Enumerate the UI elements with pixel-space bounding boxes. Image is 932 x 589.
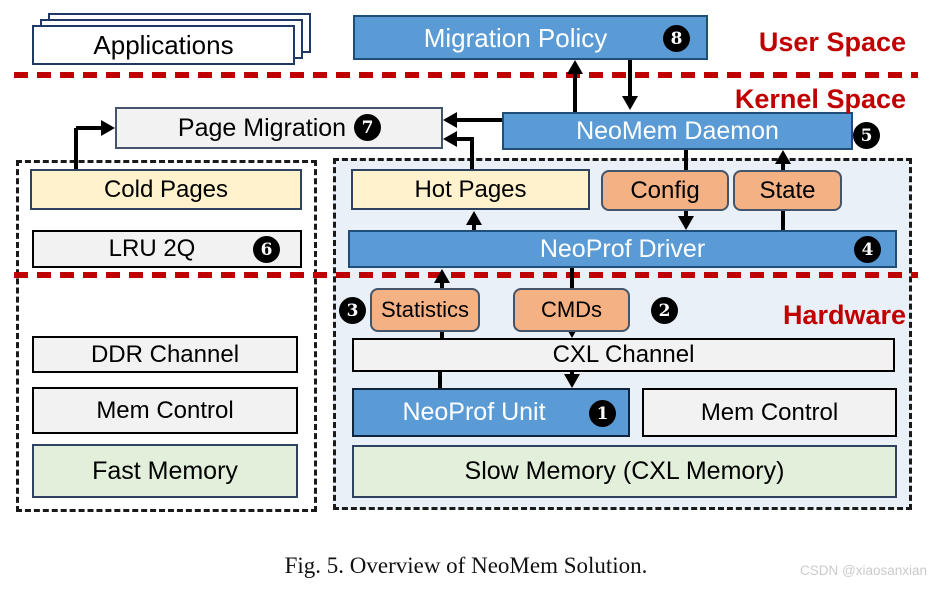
fast-memory-label: Fast Memory — [92, 456, 238, 485]
cxl-channel-label: CXL Channel — [552, 341, 695, 368]
cold-pages-box: Cold Pages — [30, 169, 302, 210]
badge-2-icon: 2 — [651, 297, 678, 324]
neoprof-driver-box: NeoProf Driver — [348, 230, 897, 268]
hot-pages-box: Hot Pages — [351, 169, 590, 210]
arrowhead-into-driver-from-statistics — [434, 269, 450, 283]
neomem-daemon-label: NeoMem Daemon — [576, 116, 779, 145]
figure-caption: Fig. 5. Overview of NeoMem Solution. — [284, 553, 648, 578]
arrowhead-into-neoprofunit — [564, 374, 580, 388]
hot-pages-label: Hot Pages — [414, 175, 527, 203]
line-cxl-to-neoprofunit — [438, 372, 442, 388]
page-migration-box: Page Migration — [115, 107, 443, 149]
arrowhead-into-pagemigration-upper — [443, 112, 457, 128]
user-kernel-separator — [14, 72, 918, 78]
neomem-daemon-box: NeoMem Daemon — [502, 112, 853, 150]
arrow-coldpages-to-pagemigration — [74, 128, 78, 169]
config-box: Config — [601, 170, 729, 211]
lru-2q-label: LRU 2Q — [108, 235, 196, 262]
slow-memory-box: Slow Memory (CXL Memory) — [352, 445, 897, 498]
arrowhead-into-daemon-from-state — [775, 150, 791, 164]
arrow-policy-to-daemon — [628, 58, 632, 96]
slow-memory-label: Slow Memory (CXL Memory) — [464, 457, 785, 485]
applications-label: Applications — [93, 30, 234, 60]
arrow-state-to-daemon — [781, 162, 785, 172]
neoprof-driver-label: NeoProf Driver — [539, 234, 706, 263]
kernel-hardware-separator — [14, 272, 918, 278]
arrow-hotpages-to-pagemigration — [470, 137, 474, 169]
user-space-label: User Space — [758, 27, 906, 57]
cxl-channel-box: CXL Channel — [352, 338, 895, 372]
arrowhead-into-hotpages — [466, 211, 482, 225]
line-daemon-to-config — [684, 150, 688, 170]
badge-7-icon: 7 — [354, 114, 381, 141]
fast-memory-box: Fast Memory — [32, 444, 298, 498]
statistics-box: Statistics — [370, 288, 480, 332]
arrow-daemon-to-pagemigration — [457, 118, 502, 122]
line-state-to-driver — [781, 211, 785, 230]
cold-pages-label: Cold Pages — [103, 175, 229, 203]
badge-1-icon: 1 — [589, 400, 616, 427]
migration-policy-label: Migration Policy — [423, 22, 608, 53]
config-label: Config — [630, 176, 700, 204]
mem-control-left-box: Mem Control — [32, 387, 298, 434]
neoprof-unit-box: NeoProf Unit — [352, 388, 630, 437]
mem-control-right-box: Mem Control — [642, 388, 897, 437]
cmds-label: CMDs — [540, 297, 603, 322]
badge-3-icon: 3 — [339, 297, 366, 324]
badge-8-icon: 8 — [663, 25, 690, 52]
arrowhead-into-policy — [567, 60, 583, 74]
badge-4-icon: 4 — [854, 236, 881, 263]
cmds-box: CMDs — [513, 288, 630, 332]
watermark-text: CSDN @xiaosanxian — [799, 563, 927, 578]
arrowhead-into-pagemigration-lower — [443, 131, 457, 147]
arrowhead-into-daemon-top — [622, 96, 638, 110]
arrowhead-into-pagemigration-left — [101, 120, 115, 136]
kernel-space-label: Kernel Space — [734, 84, 906, 114]
arrow-config-to-driver — [684, 211, 688, 217]
applications-box: Applications — [32, 25, 295, 65]
arrowhead-into-driver-from-config — [678, 216, 694, 230]
arrow-driver-to-hotpages — [472, 223, 476, 230]
state-box: State — [733, 170, 842, 211]
page-migration-label: Page Migration — [177, 113, 347, 142]
ddr-channel-box: DDR Channel — [32, 336, 298, 373]
badge-6-icon: 6 — [253, 236, 280, 263]
statistics-label: Statistics — [380, 297, 470, 322]
state-label: State — [759, 176, 816, 204]
hardware-label: Hardware — [782, 300, 906, 330]
arrow-daemon-to-policy — [573, 74, 577, 112]
mem-control-right-label: Mem Control — [700, 398, 839, 426]
mem-control-left-label: Mem Control — [96, 396, 234, 424]
migration-policy-box: Migration Policy — [353, 15, 708, 60]
arrow-hotpages-to-pagemigration — [457, 137, 474, 141]
neoprof-unit-label: NeoProf Unit — [402, 398, 546, 426]
arrow-coldpages-to-pagemigration — [76, 126, 105, 130]
ddr-channel-label: DDR Channel — [90, 340, 240, 368]
badge-5-icon: 5 — [853, 122, 880, 149]
